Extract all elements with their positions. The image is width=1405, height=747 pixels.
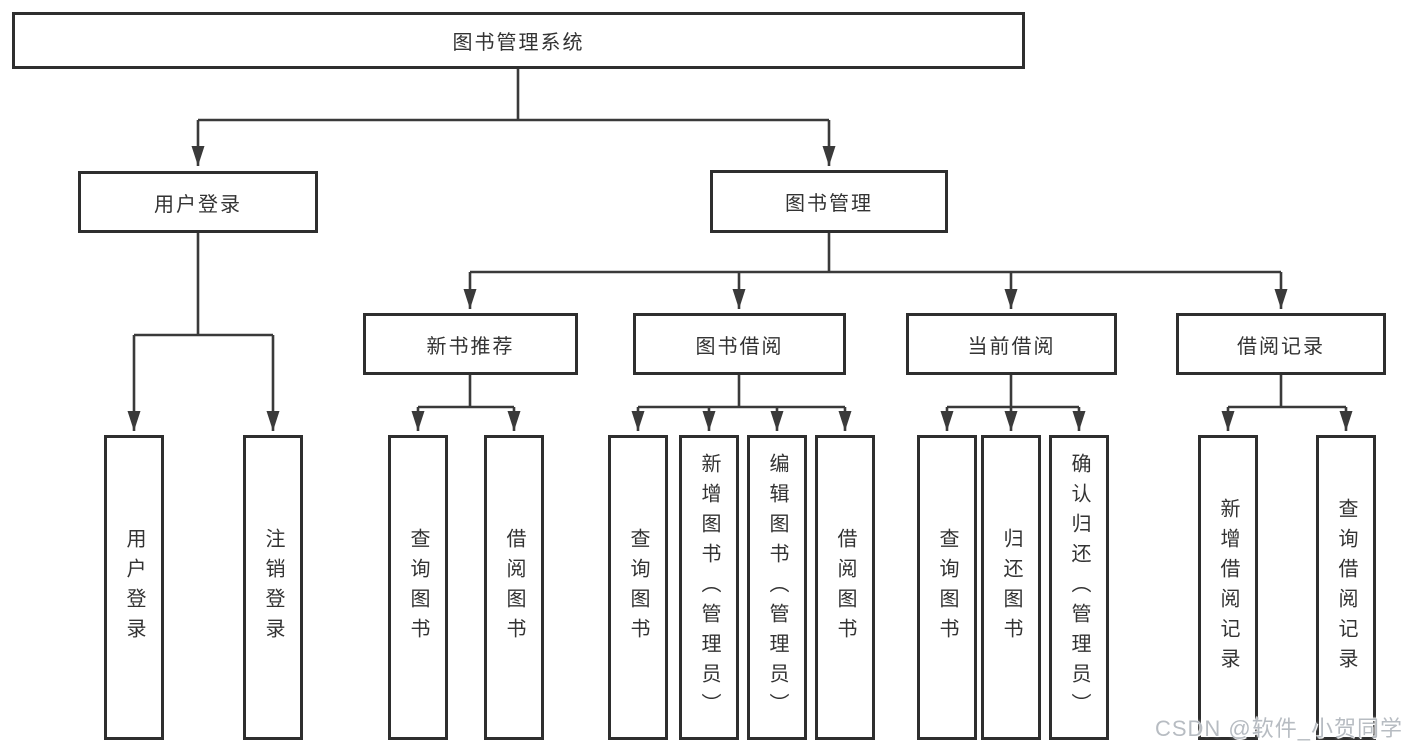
- node-label: 用户登录: [123, 527, 145, 648]
- node-book-borrowing: 图书借阅: [633, 313, 846, 375]
- node-query-borrow-record: 查询借阅记录: [1316, 435, 1376, 740]
- node-confirm-return-admin: 确认归还（管理员）: [1049, 435, 1109, 740]
- node-label: 注销登录: [262, 527, 284, 648]
- node-edit-books-admin: 编辑图书（管理员）: [747, 435, 807, 740]
- node-book-management: 图书管理: [710, 170, 948, 233]
- node-current-borrowing: 当前借阅: [906, 313, 1117, 375]
- node-label: 借阅记录: [1237, 335, 1325, 358]
- node-label: 新书推荐: [426, 335, 515, 358]
- node-query-books-recommendation: 查询图书: [388, 435, 448, 740]
- node-label: 当前借阅: [967, 335, 1056, 358]
- node-add-borrow-record: 新增借阅记录: [1198, 435, 1258, 740]
- node-logout: 注销登录: [243, 435, 303, 740]
- watermark: CSDN @软件_小贺同学: [1154, 716, 1403, 741]
- node-label: 新增借阅记录: [1217, 497, 1239, 678]
- node-borrow-books-recommendation: 借阅图书: [484, 435, 544, 740]
- node-label: 查询图书: [407, 527, 429, 648]
- node-label: 查询借阅记录: [1335, 497, 1357, 678]
- node-label: 图书借阅: [695, 335, 784, 358]
- node-label: 图书管理系统: [452, 32, 585, 54]
- node-query-books-borrowing: 查询图书: [608, 435, 668, 740]
- node-user-login: 用户登录: [78, 171, 318, 233]
- node-borrowing-records: 借阅记录: [1176, 313, 1386, 375]
- node-label: 新增图书（管理员）: [698, 452, 720, 723]
- node-label: 借阅图书: [834, 527, 856, 648]
- node-borrow-books-borrowing: 借阅图书: [815, 435, 875, 740]
- node-label: 用户登录: [154, 193, 242, 216]
- node-add-books-admin: 新增图书（管理员）: [679, 435, 739, 740]
- node-label: 编辑图书（管理员）: [766, 452, 788, 723]
- node-label: 归还图书: [1000, 527, 1022, 648]
- node-label: 借阅图书: [503, 527, 525, 648]
- node-return-books: 归还图书: [981, 435, 1041, 740]
- node-label: 查询图书: [627, 527, 649, 648]
- node-query-books-current: 查询图书: [917, 435, 977, 740]
- node-book-management-system: 图书管理系统: [12, 12, 1025, 69]
- node-user-login-leaf: 用户登录: [104, 435, 164, 740]
- node-new-book-recommendation: 新书推荐: [363, 313, 578, 375]
- node-label: 图书管理: [785, 193, 873, 215]
- node-label: 确认归还（管理员）: [1068, 452, 1090, 723]
- node-label: 查询图书: [936, 527, 958, 648]
